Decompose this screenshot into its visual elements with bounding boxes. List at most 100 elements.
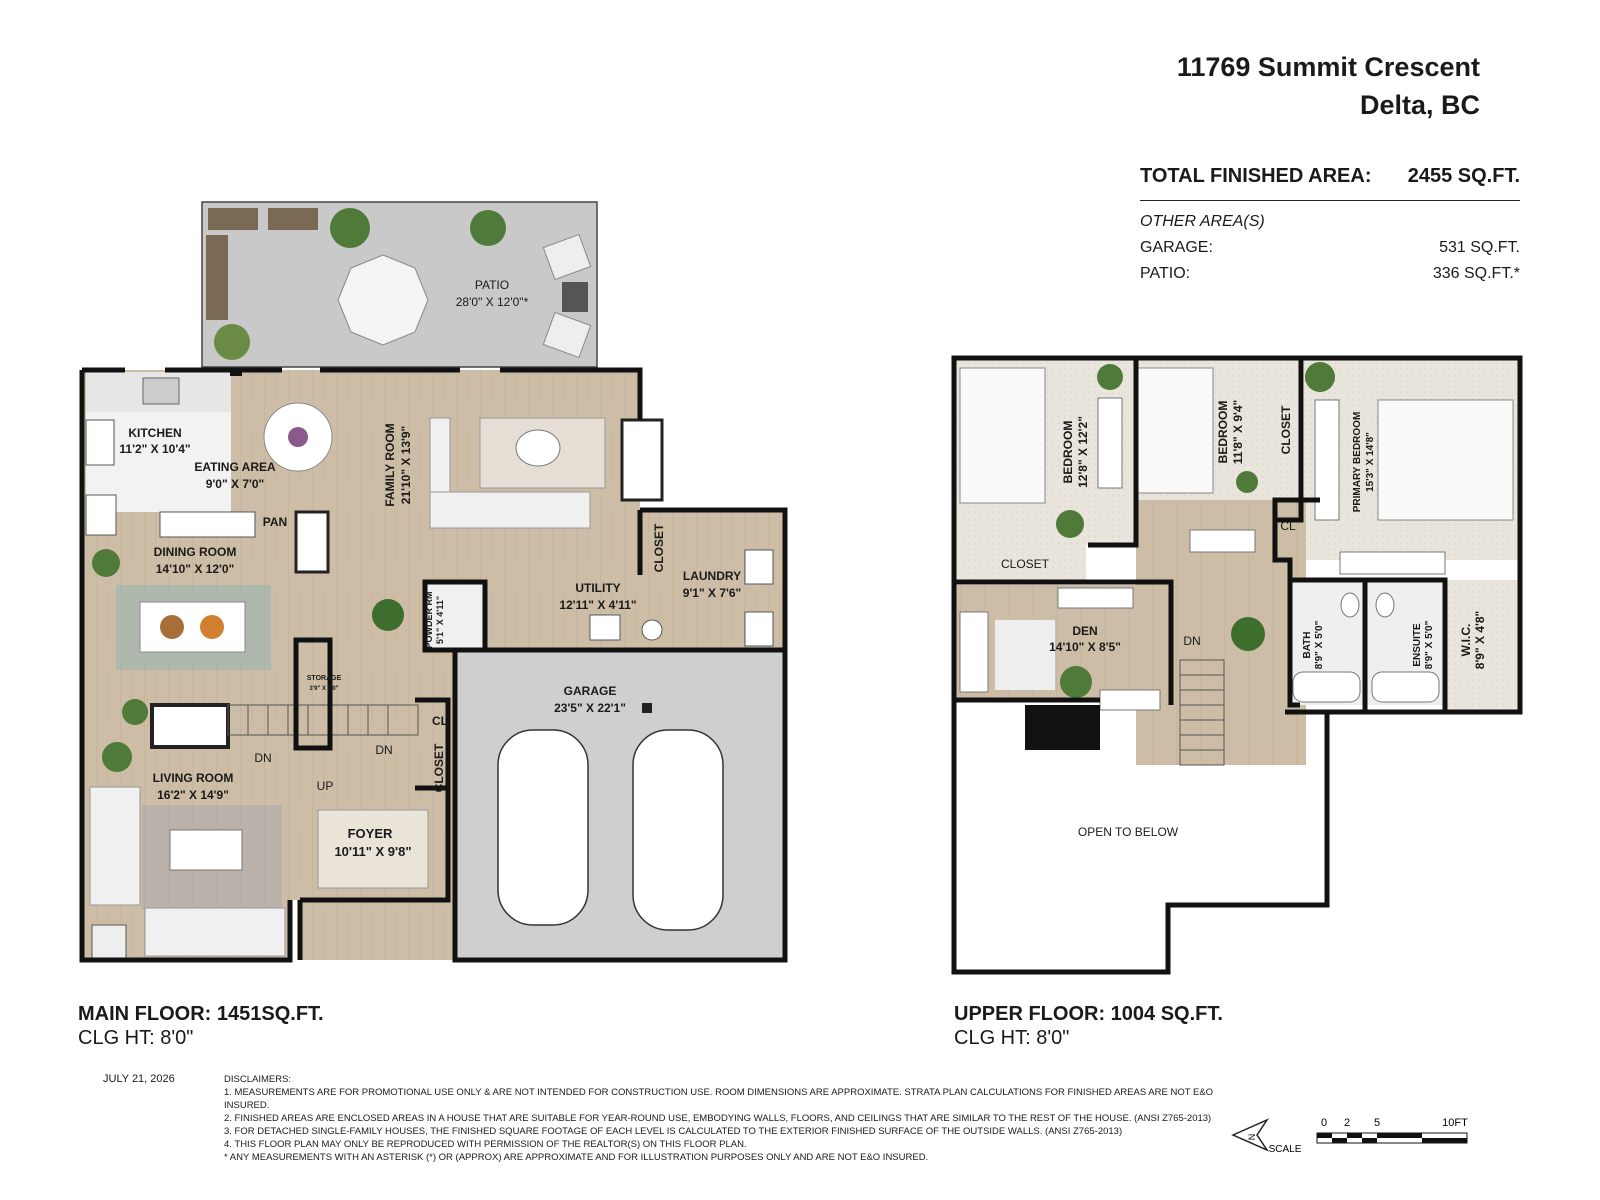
coffee-table: [169, 829, 243, 871]
plan-date: JULY 21, 2026: [103, 1073, 175, 1085]
plant-icon: [1097, 364, 1123, 390]
bedroom-1-closet-label: CLOSET: [1001, 557, 1050, 571]
desk-icon: [959, 611, 989, 693]
sink-icon: [142, 377, 180, 405]
sofa-icon: [89, 786, 141, 906]
family-room-dims: 21'10" X 13'9": [399, 426, 413, 504]
utility-dims: 12'11" X 4'11": [559, 598, 636, 612]
bath-label: BATH: [1302, 631, 1313, 658]
upper-floor-ceiling: CLG HT: 8'0": [954, 1027, 1070, 1049]
plant-icon: [1231, 617, 1265, 651]
area-summary: TOTAL FINISHED AREA: 2455 SQ.FT. OTHER A…: [1140, 165, 1520, 283]
foyer-cl-label: CL: [432, 714, 448, 728]
address-line-1: 11769 Summit Crescent: [1176, 52, 1480, 82]
fridge-icon: [85, 494, 117, 536]
fruit-bowl-icon: [200, 615, 224, 639]
eating-area-label: EATING AREA: [194, 460, 276, 474]
disclaimers-heading: DISCLAIMERS:: [224, 1074, 292, 1085]
main-floor-plan: [79, 201, 788, 963]
laundry-dims: 9'1" X 7'6": [683, 586, 741, 600]
upper-floor-walls: [951, 355, 1523, 975]
buffet-counter: [159, 511, 256, 538]
disclaimers: DISCLAIMERS: 1. MEASUREMENTS ARE FOR PRO…: [224, 1073, 1244, 1164]
patio-chair-icon: [542, 311, 592, 359]
garage-dims: 23'5" X 22'1": [554, 701, 626, 715]
fireplace-icon: [150, 703, 230, 749]
disclaimer-line: 4. THIS FLOOR PLAN MAY ONLY BE REPRODUCE…: [224, 1139, 747, 1150]
kitchen-dims: 11'2" X 10'4": [119, 442, 190, 456]
patio-label: PATIO: [475, 278, 509, 292]
north-arrow-icon: [1231, 1118, 1270, 1152]
patio-dims: 28'0" X 12'0"*: [456, 295, 529, 309]
dresser-icon: [1097, 397, 1123, 489]
north-scale-group: N 0 2 5 10FT SCALE: [1231, 1117, 1468, 1155]
fruit-bowl-icon: [288, 427, 308, 447]
garage-area-label: GARAGE:: [1140, 239, 1213, 256]
total-area-value: 2455 SQ.FT.: [1407, 165, 1520, 187]
planter-box: [208, 208, 258, 230]
umbrella-icon: [337, 254, 429, 346]
scale-tick-5: 5: [1374, 1117, 1380, 1129]
north-label: N: [1247, 1134, 1257, 1141]
upper-cl-label: CL: [1280, 519, 1296, 533]
plant-icon: [330, 208, 370, 248]
sofa-icon: [429, 491, 591, 529]
main-floor-labels: PATIO 28'0" X 12'0"* KITCHEN 11'2" X 10'…: [119, 278, 741, 859]
plant-icon: [92, 549, 120, 577]
plant-icon: [122, 699, 148, 725]
plant-icon: [1056, 510, 1084, 538]
utility-label: UTILITY: [575, 581, 620, 595]
den-label: DEN: [1072, 624, 1097, 638]
foyer-rug: [317, 809, 429, 889]
foyer-label: FOYER: [348, 826, 393, 841]
den-console: [1057, 587, 1134, 609]
bathtub-icon: [1292, 671, 1361, 703]
bedroom-1-label: BEDROOM: [1061, 421, 1075, 484]
primary-bedroom-dims: 15'3" X 14'8": [1365, 432, 1376, 492]
planter-box: [268, 208, 318, 230]
wic-label: W.I.C.: [1459, 624, 1473, 657]
stairs-dn-left: DN: [254, 751, 271, 765]
primary-bedroom-label: PRIMARY BEDROOM: [1352, 412, 1363, 513]
washer-icon: [744, 549, 774, 585]
dining-table: [139, 601, 246, 653]
ensuite-dims: 8'9" X 5'0": [1424, 620, 1435, 669]
bed-icon: [1137, 367, 1214, 494]
scale-tick-10: 10FT: [1442, 1117, 1468, 1129]
family-room-label: FAMILY ROOM: [383, 423, 397, 506]
sink-icon: [1340, 592, 1360, 618]
bedroom-2-dims: 11'8" X 9'4": [1231, 400, 1245, 464]
foyer-dims: 10'11" X 9'8": [334, 844, 411, 859]
coffee-table: [515, 429, 561, 467]
scale-bar: [1316, 1132, 1468, 1144]
wall-post: [230, 368, 242, 376]
main-floor-title: MAIN FLOOR: 1451SQ.FT.: [78, 1003, 324, 1025]
dryer-icon: [744, 611, 774, 647]
pantry-wall: [294, 510, 330, 574]
upper-stairs-dn: DN: [1183, 634, 1200, 648]
wic-dims: 8'9" X 4'8": [1473, 611, 1487, 669]
scale-label: SCALE: [1269, 1144, 1302, 1155]
upper-floor-title: UPPER FLOOR: 1004 SQ.FT.: [954, 1003, 1223, 1025]
eating-area-dims: 9'0" X 7'0": [206, 477, 264, 491]
bench-icon: [1339, 551, 1446, 575]
garage-post-icon: [642, 703, 652, 713]
disclaimer-line: 2. FINISHED AREAS ARE ENCLOSED AREAS IN …: [224, 1113, 1212, 1124]
plant-icon: [102, 742, 132, 772]
scale-tick-2: 2: [1344, 1117, 1350, 1129]
upper-stairs: [1179, 659, 1225, 766]
car-icon: [632, 729, 724, 931]
plant-icon: [1060, 666, 1092, 698]
patio-chair-icon: [542, 233, 592, 281]
living-room-dims: 16'2" X 14'9": [157, 788, 229, 802]
dining-room-label: DINING ROOM: [154, 545, 237, 559]
dining-room-dims: 14'10" X 12'0": [156, 562, 234, 576]
stairs-up: UP: [317, 779, 334, 793]
bedroom-1-dims: 12'8" X 12'2": [1076, 416, 1090, 488]
sofa-icon: [144, 907, 286, 957]
other-areas-heading: OTHER AREA(S): [1140, 213, 1265, 230]
bath-dims: 8'9" X 5'0": [1314, 620, 1325, 669]
car-icon: [497, 729, 589, 926]
living-room-label: LIVING ROOM: [153, 771, 234, 785]
plant-icon: [1236, 471, 1258, 493]
